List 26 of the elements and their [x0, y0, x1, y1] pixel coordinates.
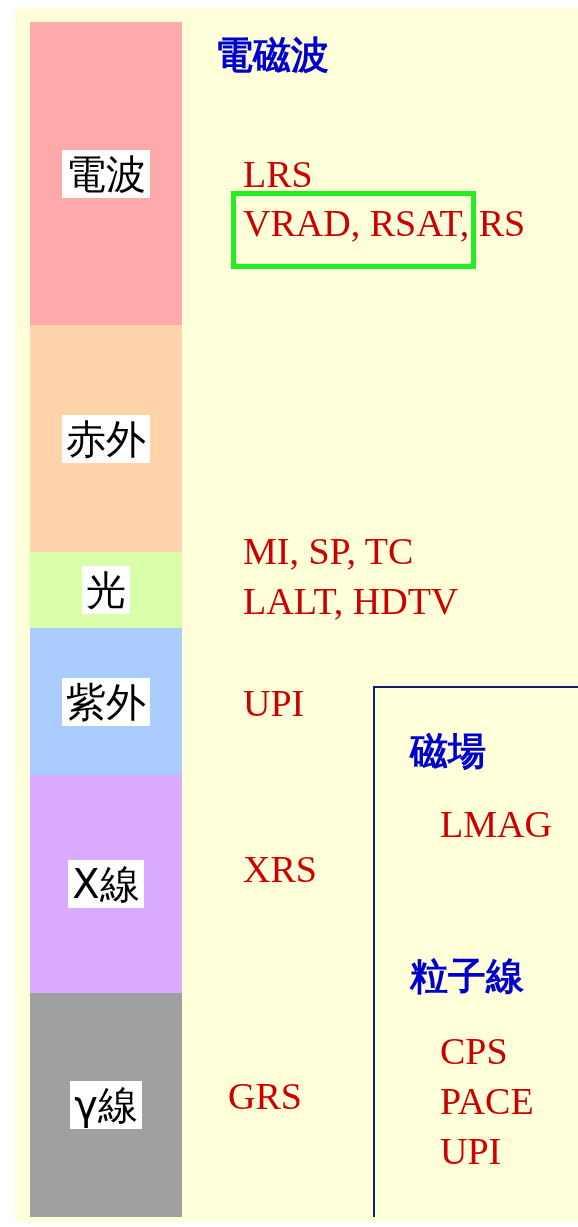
- band-label: 紫外: [62, 677, 150, 726]
- spectrum-band: [30, 628, 182, 775]
- band-label: X線: [68, 860, 144, 908]
- band-label: 赤外: [62, 414, 150, 463]
- spectrum-band: [30, 552, 182, 628]
- heading: 磁場: [410, 732, 486, 770]
- spectrum-band: [30, 775, 182, 993]
- instrument-name: LMAG: [440, 805, 552, 843]
- spectrum-band: [30, 993, 182, 1217]
- instrument-list: MI, SP, TC: [243, 532, 414, 570]
- band-label: 光: [82, 566, 130, 614]
- heading: 電磁波: [215, 36, 329, 74]
- instrument-name: PACE: [440, 1082, 534, 1120]
- band-label: 電波: [62, 149, 150, 198]
- instrument-name: CPS: [440, 1032, 508, 1070]
- band-label: γ線: [70, 1081, 142, 1129]
- instrument-name: GRS: [228, 1077, 302, 1115]
- spectrum-band: [30, 22, 182, 325]
- instrument-name: UPI: [243, 684, 305, 722]
- instrument-name: LRS: [243, 155, 313, 193]
- instrument-name: XRS: [243, 850, 317, 888]
- heading: 粒子線: [410, 957, 524, 995]
- spectrum-band: [30, 325, 182, 552]
- instrument-list: VRAD, RSAT, RS: [243, 204, 526, 242]
- instrument-name: UPI: [440, 1132, 502, 1170]
- instrument-list: LALT, HDTV: [243, 582, 459, 620]
